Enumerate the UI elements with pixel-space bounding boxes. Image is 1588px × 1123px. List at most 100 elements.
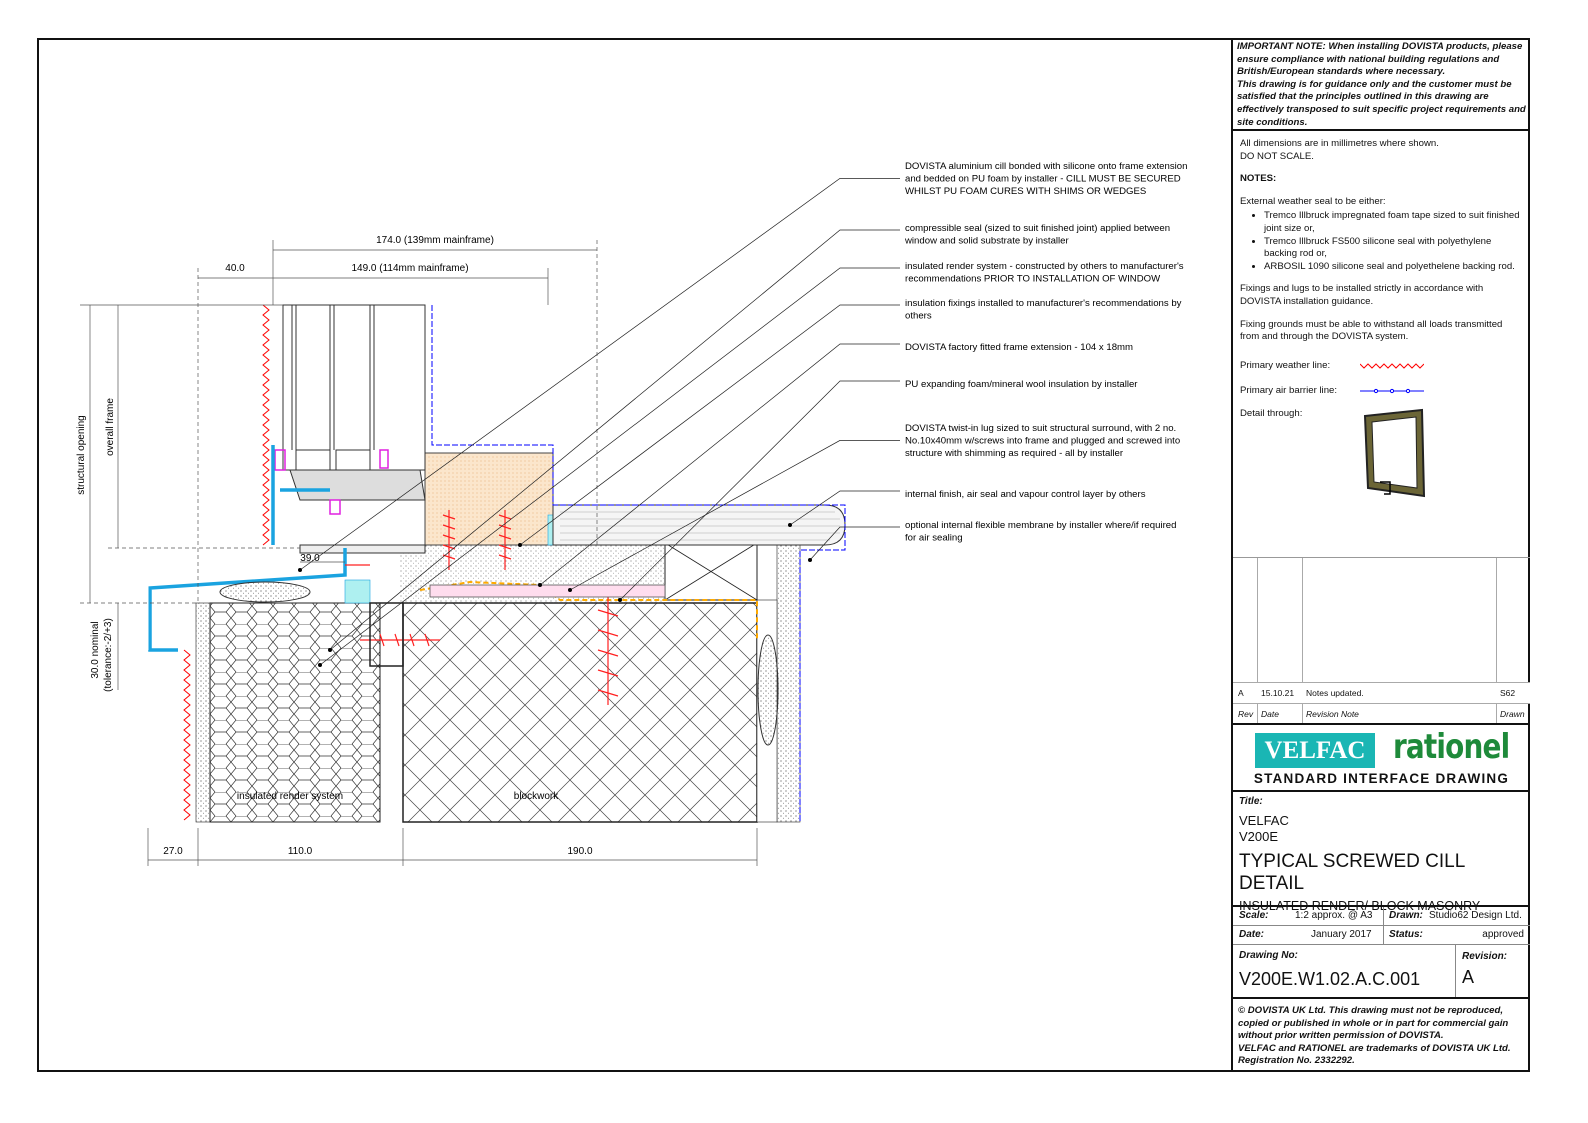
- do-not-scale-note: DO NOT SCALE.: [1240, 150, 1314, 162]
- label-blockwork: blockwork: [514, 791, 559, 802]
- weather-line-swatch: [1360, 363, 1424, 369]
- rev-note: Notes updated.: [1306, 688, 1364, 698]
- leader-line: [299, 178, 900, 571]
- leader-line: [619, 380, 900, 601]
- rev-drawn: S62: [1500, 688, 1516, 698]
- leader-line: [569, 440, 900, 591]
- leader-line: [789, 490, 900, 526]
- annotation-label: insulation fixings installed to manufact…: [905, 298, 1182, 321]
- annotation-label: DOVISTA twist-in lug sized to suit struc…: [905, 423, 1180, 459]
- grounds-note: Fixing grounds must be able to withstand…: [1240, 318, 1503, 343]
- leader-arrowhead: [788, 523, 792, 527]
- revision-table: A 15.10.21 Notes updated. S62 Rev Date R…: [1233, 558, 1530, 725]
- annotation-leaders: [298, 178, 900, 667]
- scale-row: Scale: 1:2 approx. @ A3 Drawn: Studio62 …: [1233, 907, 1530, 926]
- revision-label: Revision:: [1462, 951, 1508, 962]
- dim-174: 174.0 (139mm mainframe): [376, 235, 494, 246]
- membrane: [419, 580, 758, 640]
- dim-110: 110.0: [288, 846, 313, 857]
- primary-air-barrier-line: [431, 305, 846, 822]
- date-header: Date: [1261, 709, 1279, 719]
- copyright-text: © DOVISTA UK Ltd. This drawing must not …: [1238, 1005, 1509, 1042]
- dim-190: 190.0: [567, 846, 592, 857]
- annotation-label: PU expanding foam/mineral wool insulatio…: [905, 379, 1138, 390]
- leader-line: [329, 229, 900, 651]
- window-frame-icon: [1363, 408, 1426, 497]
- detail-through-label: Detail through:: [1240, 407, 1303, 419]
- drawing-no-label: Drawing No:: [1239, 950, 1298, 961]
- guidance-note-text: This drawing is for guidance only and th…: [1237, 78, 1526, 128]
- product-brand: VELFAC: [1239, 813, 1289, 828]
- leader-line: [539, 343, 900, 586]
- dim-structural-opening: structural opening: [76, 415, 87, 495]
- date-row: Date: January 2017 Status: approved: [1233, 926, 1530, 945]
- legend-weather-label: Primary weather line:: [1240, 359, 1331, 371]
- annotation-label: optional internal flexible membrane by i…: [905, 520, 1176, 543]
- leader-arrowhead: [298, 568, 302, 572]
- leader-arrowhead: [318, 663, 322, 667]
- drawn-label: Drawn:: [1389, 910, 1423, 921]
- leader-line: [319, 267, 900, 666]
- dim-40: 40.0: [225, 263, 245, 274]
- title-label: Title:: [1239, 796, 1263, 807]
- product-model: V200E: [1239, 829, 1279, 844]
- annotation-label: compressible seal (sized to suit finishe…: [904, 223, 1170, 246]
- render-skin: [195, 602, 211, 823]
- drawing-title: TYPICAL SCREWED CILL DETAIL: [1239, 851, 1465, 894]
- annotation-label: DOVISTA factory fitted frame extension -…: [905, 342, 1133, 353]
- drawn-header: Drawn: [1500, 709, 1525, 719]
- scale-value: 1:2 approx. @ A3: [1295, 910, 1373, 921]
- drawn-value: Studio62 Design Ltd.: [1429, 910, 1522, 921]
- copyright-section: © DOVISTA UK Ltd. This drawing must not …: [1233, 999, 1530, 1072]
- drawing-sheet-border: [37, 38, 1530, 1072]
- annotation-label: internal finish, air seal and vapour con…: [905, 489, 1146, 500]
- important-note-text: When installing DOVISTA products, please…: [1237, 41, 1523, 78]
- dim-39: 39.0: [300, 553, 320, 564]
- seal-option: Tremco Illbruck impregnated foam tape si…: [1264, 210, 1523, 235]
- leader-arrowhead: [568, 588, 572, 592]
- rev-value: A: [1238, 688, 1244, 698]
- air-barrier-swatch: [1360, 389, 1424, 394]
- window-frame: [282, 304, 426, 554]
- revision-row: A 15.10.21 Notes updated. S62: [1233, 682, 1530, 704]
- rationel-logo: rationel: [1393, 727, 1510, 767]
- backing-rod: [757, 634, 779, 746]
- important-note: IMPORTANT NOTE: When installing DOVISTA …: [1233, 38, 1530, 131]
- primary-weather-line-render: [183, 649, 191, 821]
- note-header: Revision Note: [1306, 709, 1359, 719]
- dim-149: 149.0 (114mm mainframe): [351, 263, 468, 274]
- rev-date: 15.10.21: [1261, 688, 1295, 698]
- status-label: Status:: [1389, 929, 1423, 940]
- seal-intro: External weather seal to be either:: [1240, 195, 1386, 207]
- standard-interface-drawing: STANDARD INTERFACE DRAWING: [1253, 771, 1510, 786]
- leader-arrowhead: [328, 648, 332, 652]
- date-value: January 2017: [1311, 929, 1372, 940]
- gaskets: [274, 449, 389, 515]
- drawing-no: V200E.W1.02.A.C.001: [1239, 969, 1421, 989]
- label-render: insulated render system: [237, 791, 343, 802]
- leader-arrowhead: [808, 558, 812, 562]
- logo-area: VELFAC rationel STANDARD INTERFACE DRAWI…: [1233, 725, 1530, 792]
- leader-line: [809, 526, 900, 561]
- notes-heading: NOTES:: [1240, 173, 1277, 185]
- annotation-label: DOVISTA aluminium cill bonded with silic…: [905, 161, 1187, 197]
- legend-air-label: Primary air barrier line:: [1240, 384, 1338, 396]
- aluminium-cill: [148, 445, 347, 652]
- notes-section: All dimensions are in millimetres where …: [1233, 131, 1530, 558]
- compressible-seal: [344, 579, 371, 604]
- dim-tolerance: (tolerance:-2/+3): [103, 618, 114, 692]
- seal-option: ARBOSIL 1090 silicone seal and polyethel…: [1264, 261, 1523, 274]
- trademark-text: VELFAC and RATIONEL are trademarks of DO…: [1238, 1042, 1511, 1067]
- dimension-lines: [80, 240, 758, 866]
- twist-in-lug: [429, 584, 666, 598]
- title-block: IMPORTANT NOTE: When installing DOVISTA …: [1231, 38, 1530, 1072]
- seal-option: Tremco Illbruck FS500 silicone seal with…: [1264, 236, 1523, 261]
- scale-label: Scale:: [1239, 910, 1269, 921]
- dim-overall-frame: overall frame: [105, 398, 116, 456]
- cill-detail-drawing: 174.0 (139mm mainframe) 149.0 (114mm mai…: [76, 161, 1187, 866]
- leader-arrowhead: [518, 543, 522, 547]
- important-note-label: IMPORTANT NOTE:: [1237, 41, 1326, 52]
- leader-arrowhead: [618, 598, 622, 602]
- fixing-screws: [345, 510, 619, 705]
